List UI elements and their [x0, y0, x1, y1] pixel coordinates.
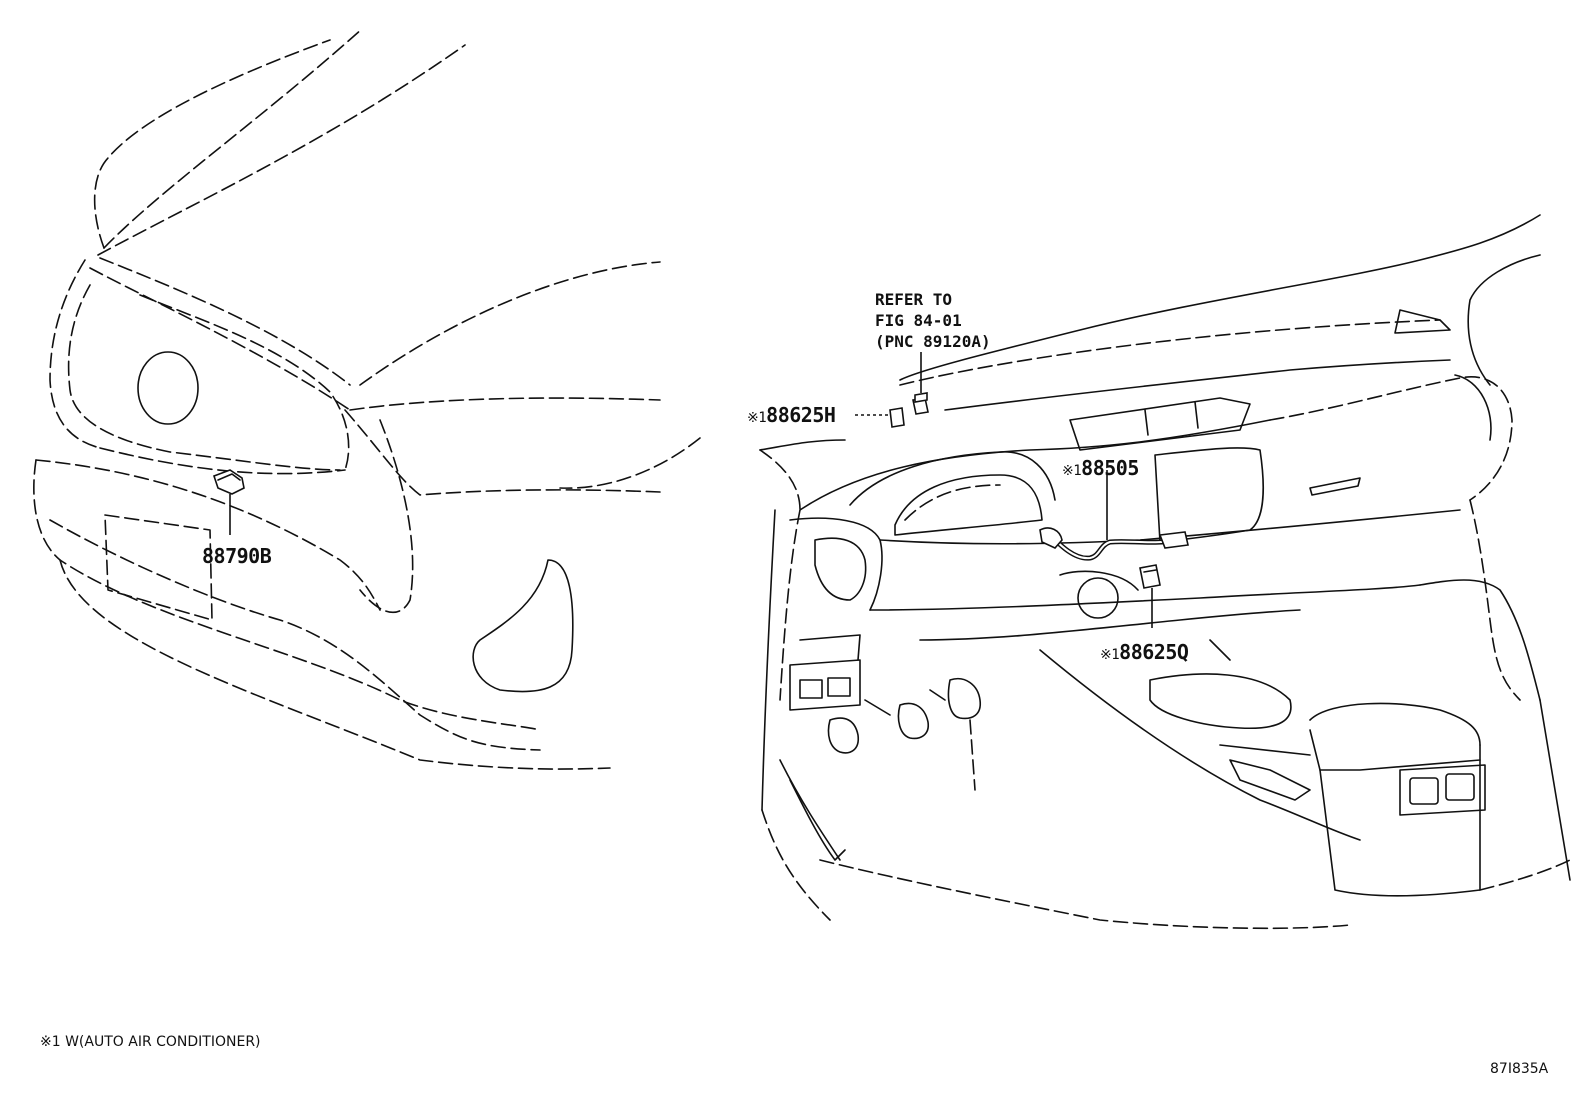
- harness-part: [1039, 527, 1189, 561]
- vehicle-front-drawing: [33, 27, 701, 770]
- front-sensor-part: [212, 469, 245, 495]
- sensor-88625q-part: [1139, 564, 1161, 589]
- reference-line-1: REFER TO: [875, 290, 953, 309]
- reference-sensor-part: [912, 392, 929, 415]
- instrument-panel-drawing: [759, 214, 1571, 930]
- reference-line-2: FIG 84-01: [875, 311, 962, 330]
- callout-88625q[interactable]: ※188625Q: [1100, 640, 1189, 664]
- reference-note[interactable]: REFER TO FIG 84-01 (PNC 89120A): [875, 289, 991, 352]
- callout-88790b[interactable]: 88790B: [202, 544, 272, 568]
- reference-line-3: (PNC 89120A): [875, 332, 991, 351]
- callout-88505[interactable]: ※188505: [1062, 456, 1139, 480]
- callout-88625h[interactable]: ※188625H: [747, 403, 836, 427]
- sensor-88625h-part: [889, 407, 905, 428]
- footnote: ※1 W(AUTO AIR CONDITIONER): [40, 1034, 261, 1050]
- figure-code: 87I835A: [1490, 1061, 1549, 1077]
